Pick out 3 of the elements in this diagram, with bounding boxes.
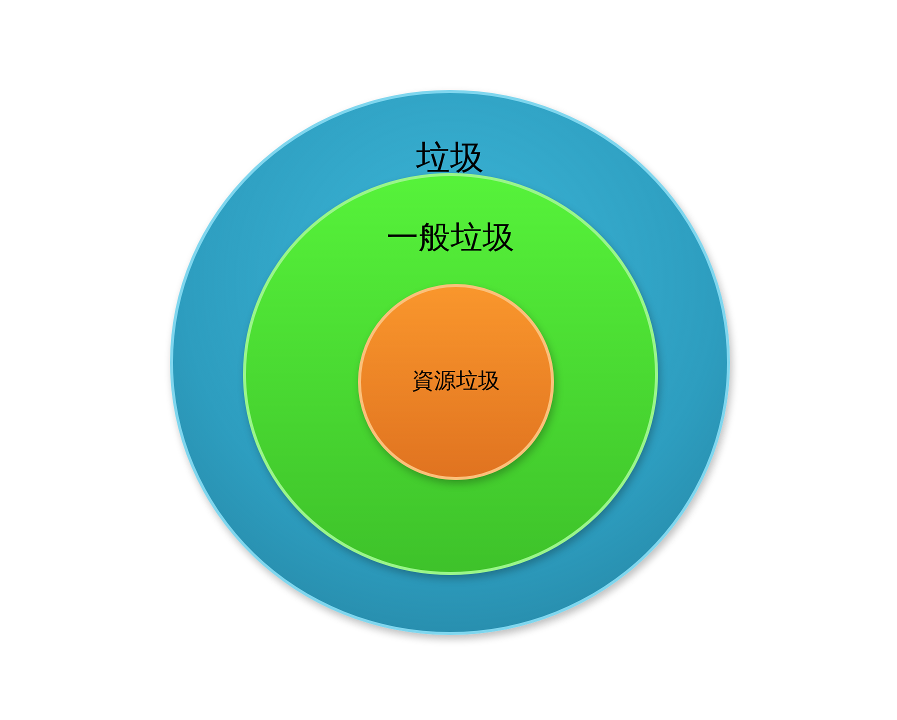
circle-label: 垃圾 (416, 138, 484, 179)
circle-label: 一般垃圾 (386, 218, 514, 256)
circle-label: 資源垃圾 (412, 368, 500, 396)
